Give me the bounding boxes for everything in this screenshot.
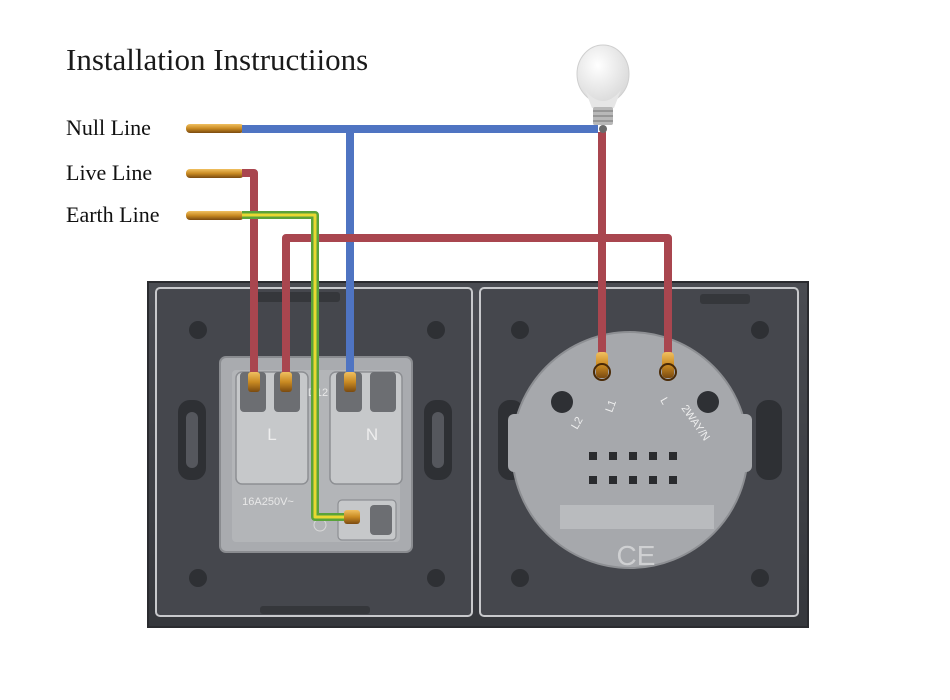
switch-terminal-label-2: L1 — [604, 398, 619, 414]
switch-label-area — [560, 505, 714, 529]
light-bulb-icon — [576, 44, 630, 133]
live-wire — [242, 132, 672, 374]
page-title: Installation Instructiions — [66, 42, 369, 77]
switch-terminal-screws — [593, 363, 677, 381]
null-wire — [242, 125, 598, 374]
socket-rating-label: 16A250V~ — [242, 496, 294, 508]
switch-terminal-label-1: L2 — [569, 415, 586, 432]
ce-mark: CE — [617, 540, 656, 571]
earth-line-label: Earth Line — [66, 202, 160, 227]
switch-terminal-label-3: L — [657, 396, 670, 407]
socket-neutral-terminal-label: N — [366, 425, 378, 444]
left-mounting-plate — [178, 292, 452, 614]
live-line-label: Live Line — [66, 160, 153, 185]
incoming-wire-ends — [186, 124, 244, 220]
socket-live-terminal-label: L — [267, 425, 276, 444]
switch-module: L2 L1 L 2WAY/N CE — [508, 331, 752, 571]
switch-led-holes — [589, 452, 677, 484]
terminal-contacts — [248, 352, 674, 524]
earth-wire — [242, 211, 350, 521]
null-line-label: Null Line — [66, 115, 151, 140]
